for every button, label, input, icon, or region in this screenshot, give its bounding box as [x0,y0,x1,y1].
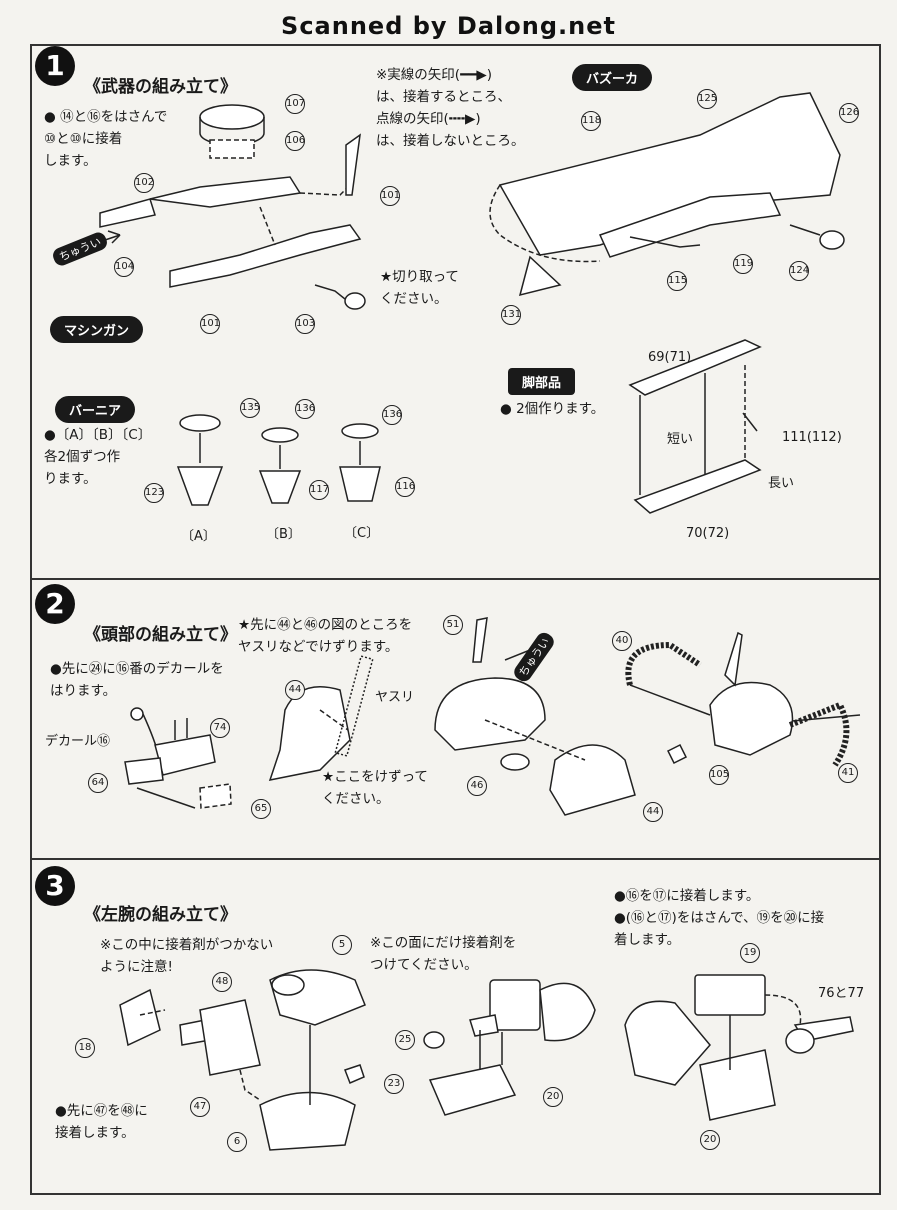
part-ref-124: 124 [789,261,809,281]
part-ref-108: 101 [380,186,400,206]
part-ref-74: 74 [210,718,230,738]
part-ref-23: 23 [384,1074,404,1094]
section-title-weapons: 《武器の組み立て》 [84,77,237,97]
part-ref-123: 123 [144,483,164,503]
part-ref-5: 5 [332,935,352,955]
long-label: 長い [768,476,795,491]
part-ref-135: 135 [240,398,260,418]
cut-off-note: ★切り取って ください。 [380,269,459,307]
leg-parts-diagram [628,339,762,514]
part-ref-19: 19 [740,943,760,963]
section-title-head: 《頭部の組み立て》 [84,625,237,645]
part-ref-103: 103 [295,314,315,334]
arm-final-assembly-diagram [624,974,854,1121]
glue-47-48-note: ●先に㊼を㊽に 接着します。 [55,1103,148,1141]
leg-parts-note: ● 2個作ります。 [500,401,605,417]
part-ref-65: 65 [251,799,271,819]
part-ref-102: 102 [134,173,154,193]
part-ref-46: 46 [467,776,487,796]
leg-ref-bottom: 70(72) [686,526,730,541]
part-ref-40: 40 [612,631,632,651]
arm-glue-face-diagram [423,979,596,1116]
part-ref-106: 106 [285,131,305,151]
label-76-77: 76と77 [818,986,865,1001]
variant-a-label: 〔A〕 [181,529,216,544]
head-part-44-file-diagram [268,655,374,781]
part-ref-51: 51 [443,615,463,635]
head-assembly-diagram [434,617,636,816]
part-ref-119: 119 [733,254,753,274]
short-label: 短い [667,432,694,447]
leg-parts-label: 脚部品 [508,368,576,395]
part-ref-44b: 44 [643,802,663,822]
part-ref-126: 126 [839,103,859,123]
part-ref-105: 105 [709,765,729,785]
part-ref-131: 131 [501,305,521,325]
part-ref-104: 104 [114,257,134,277]
section-title-left-arm: 《左腕の組み立て》 [84,905,237,925]
decal-16-label: デカール⑯ [45,734,111,749]
part-ref-101: 101 [200,314,220,334]
head-final-diagram [625,631,861,767]
section-divider-1 [30,578,879,580]
leg-ref-pin: 111(112) [782,430,842,445]
decal-first-note: ●先に㉔に⑯番のデカールを はります。 [50,661,224,699]
glue-this-face-note: ※この面にだけ接着剤を つけてください。 [370,935,517,973]
vernier-label: バーニア [55,396,136,423]
weapon-assembly-note: ● ⑭と⑯をはさんで ⑩と⑩に接着 します。 [44,109,168,169]
part-ref-136a: 136 [295,399,315,419]
step-number-2: 2 [35,584,75,624]
part-ref-107: 107 [285,94,305,114]
machinegun-label: マシンガン [50,316,144,343]
leg-ref-top: 69(71) [648,350,692,365]
no-glue-inside-note: ※この中に接着剤がつかない ように注意! [100,937,274,975]
scrape-here-note: ★ここをけずって ください。 [322,769,428,807]
part-ref-44a: 44 [285,680,305,700]
vernier-diagram [176,414,381,506]
part-ref-64: 64 [88,773,108,793]
vernier-note: ●〔A〕〔B〕〔C〕 各2個ずつ作 ります。 [44,427,152,487]
scan-watermark: Scanned by Dalong.net [281,12,616,40]
part-ref-18: 18 [75,1038,95,1058]
arm-final-note: ●⑯を⑰に接着します。 ●(⑯と⑰)をはさんで、⑲を⑳に接 着します。 [614,888,825,948]
part-ref-25: 25 [395,1030,415,1050]
variant-b-label: 〔B〕 [266,527,301,542]
head-part-74-diagram [124,707,232,809]
section-divider-2 [30,858,879,860]
part-ref-116: 116 [395,477,415,497]
arrow-legend-note: ※実線の矢印(━━▶) は、接着するところ、 点線の矢印(╍╍▶) は、接着しな… [376,67,525,149]
file-label: ヤスリ [375,690,415,705]
part-ref-136b: 136 [382,405,402,425]
part-ref-47: 47 [190,1097,210,1117]
part-ref-41: 41 [838,763,858,783]
part-ref-115: 115 [667,271,687,291]
page-frame [30,44,881,1195]
bazooka-diagram [489,92,845,297]
left-arm-parts-diagram [119,969,366,1151]
file-first-note: ★先に㊹と㊻の図のところを ヤスリなどでけずります。 [238,617,413,655]
part-ref-20b: 20 [700,1130,720,1150]
step-number-3: 3 [35,866,75,906]
part-ref-20a: 20 [543,1087,563,1107]
variant-c-label: 〔C〕 [344,526,380,541]
step-number-1: 1 [35,46,75,86]
bazooka-label: バズーカ [572,64,653,91]
part-ref-48: 48 [212,972,232,992]
machinegun-diagram [77,104,366,310]
part-ref-117: 117 [309,480,329,500]
part-ref-118: 118 [581,111,601,131]
part-ref-125: 125 [697,89,717,109]
part-ref-6: 6 [227,1132,247,1152]
